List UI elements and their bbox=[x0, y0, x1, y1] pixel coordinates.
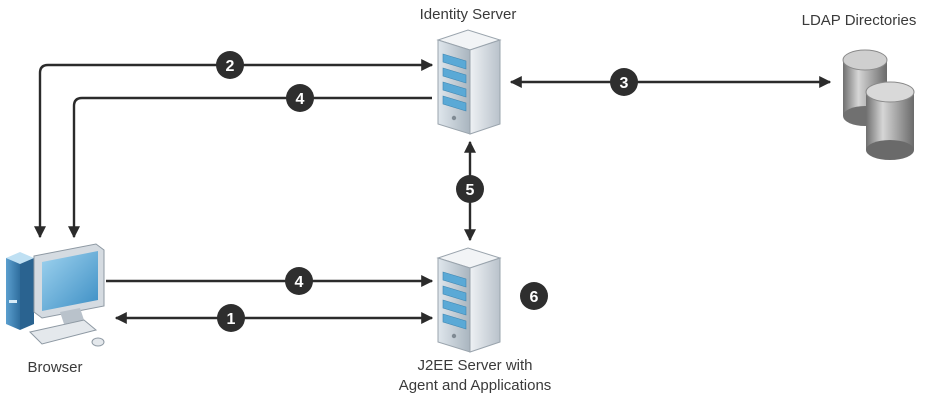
step-badge-5: 5 bbox=[456, 175, 484, 203]
step-badge-4-top: 4 bbox=[286, 84, 314, 112]
j2ee-server-icon bbox=[436, 247, 502, 353]
ldap-directories-label: LDAP Directories bbox=[801, 12, 917, 29]
step-badge-3: 3 bbox=[610, 68, 638, 96]
svg-text:4: 4 bbox=[296, 91, 305, 108]
step-badge-2: 2 bbox=[216, 51, 244, 79]
connection-lines bbox=[34, 59, 832, 324]
step-badge-4-bottom: 4 bbox=[285, 267, 313, 295]
arrow-step-4-top bbox=[68, 96, 432, 239]
svg-text:6: 6 bbox=[530, 289, 539, 306]
step-badge-1: 1 bbox=[217, 304, 245, 332]
j2ee-server-label-line2: Agent and Applications bbox=[398, 377, 552, 394]
svg-text:5: 5 bbox=[466, 182, 475, 199]
identity-server-icon bbox=[436, 29, 502, 135]
svg-text:3: 3 bbox=[620, 75, 629, 92]
svg-text:4: 4 bbox=[295, 274, 304, 291]
ldap-database-icon bbox=[842, 49, 915, 160]
identity-server-label: Identity Server bbox=[419, 6, 517, 23]
j2ee-server-label-line1: J2EE Server with bbox=[417, 357, 533, 374]
svg-text:2: 2 bbox=[226, 58, 235, 75]
browser-label: Browser bbox=[27, 359, 83, 376]
arrow-step-2 bbox=[34, 59, 434, 239]
svg-text:1: 1 bbox=[227, 311, 236, 328]
step-badge-6: 6 bbox=[520, 282, 548, 310]
browser-computer-icon bbox=[6, 243, 105, 347]
